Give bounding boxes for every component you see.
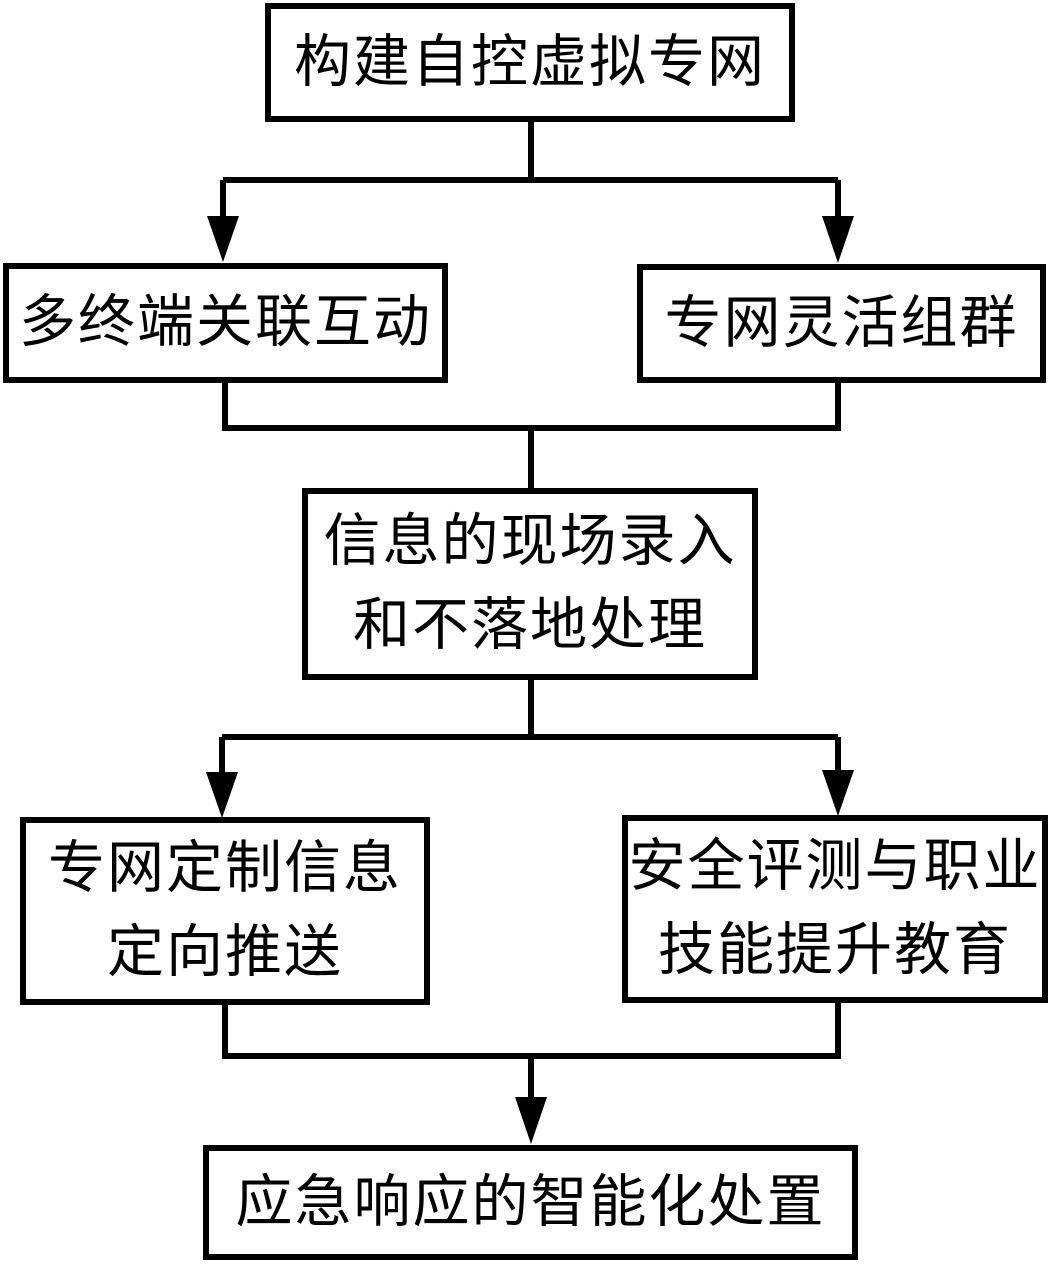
node-emergency: 应急响应的智能化处置 xyxy=(203,1145,858,1260)
arrowhead-to-safety-training xyxy=(822,770,854,816)
node-multi-terminal: 多终端关联互动 xyxy=(3,263,448,383)
node-flexible-grouping-label: 专网灵活组群 xyxy=(664,291,1019,355)
node-safety-training-line1: 安全评测与职业 xyxy=(628,835,1042,898)
arrowhead-to-custom-push xyxy=(206,772,238,818)
node-emergency-label: 应急响应的智能化处置 xyxy=(235,1170,826,1234)
node-build-network: 构建自控虚拟专网 xyxy=(265,3,795,122)
node-multi-terminal-label: 多终端关联互动 xyxy=(19,291,432,354)
node-build-network-label: 构建自控虚拟专网 xyxy=(294,30,766,94)
arrowhead-to-multi-terminal xyxy=(207,216,239,262)
arrowhead-to-emergency xyxy=(515,1097,547,1144)
node-onsite-entry: 信息的现场录入 和不落地处理 xyxy=(302,488,758,680)
node-onsite-entry-line1: 信息的现场录入 xyxy=(323,510,737,573)
node-custom-push: 专网定制信息 定向推送 xyxy=(20,817,430,1005)
node-custom-push-line2: 定向推送 xyxy=(107,921,343,984)
arrowhead-to-flexible-grouping xyxy=(822,216,854,263)
node-safety-training: 安全评测与职业 技能提升教育 xyxy=(622,815,1048,1003)
node-onsite-entry-line2: 和不落地处理 xyxy=(353,594,707,657)
node-flexible-grouping: 专网灵活组群 xyxy=(637,264,1046,383)
node-custom-push-line1: 专网定制信息 xyxy=(48,837,402,900)
node-safety-training-line2: 技能提升教育 xyxy=(658,919,1012,982)
